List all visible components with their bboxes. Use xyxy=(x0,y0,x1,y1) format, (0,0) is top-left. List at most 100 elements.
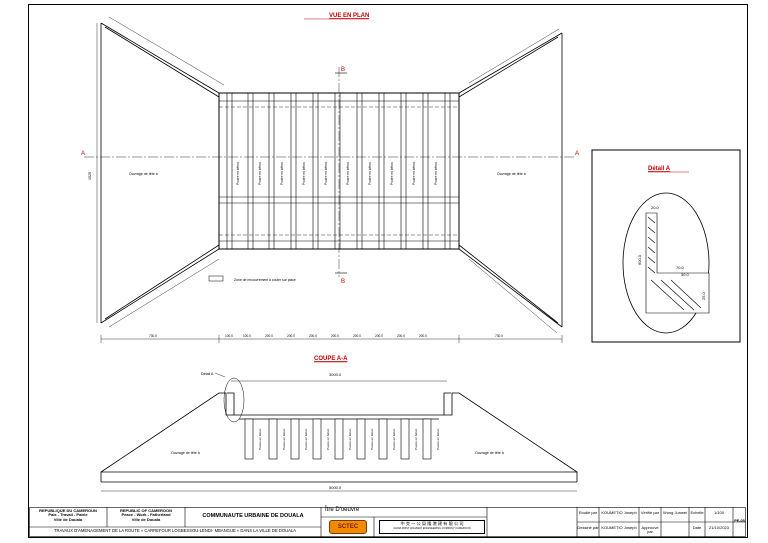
plan-girder-label: Poutre en béton xyxy=(390,162,394,185)
republic-fr-name: REPUBLIQUE DU CAMEROUN xyxy=(39,508,97,513)
verified-by: Wong Junwei xyxy=(663,510,687,515)
detail-section xyxy=(645,212,710,314)
plan-dim-value: 200.0 xyxy=(265,334,273,338)
section-wing-label-left: Ouvrage de tête à xyxy=(171,451,200,455)
detail-ellipse xyxy=(622,192,710,334)
section-wing-label-right: Ouvrage de tête à xyxy=(475,451,504,455)
plan-dim-value: 730.0 xyxy=(149,334,157,338)
plan-girder-label: Poutre en béton xyxy=(412,162,416,185)
detail-callout-leader xyxy=(214,372,226,378)
plan-girder-label: Poutre en béton xyxy=(280,162,284,185)
section-girder-label: Poutre en béton xyxy=(304,428,308,450)
section-girder-label: Poutre en béton xyxy=(282,428,286,450)
left-wing-walls xyxy=(96,22,220,324)
section-girder-label: Poutre en béton xyxy=(258,428,262,450)
plan-dim-value: 200.0 xyxy=(331,334,339,338)
plan-dim-value: 200.0 xyxy=(309,334,317,338)
plan-girder-label: Poutre en béton xyxy=(302,162,306,185)
wing-dimensions xyxy=(108,16,560,334)
right-wing-walls xyxy=(458,32,563,328)
sheet-number: PE-05 xyxy=(734,519,745,523)
detail-dim-height: 600.0 xyxy=(637,254,642,265)
plan-left-dim: 1525 xyxy=(88,172,92,180)
date-label: Date xyxy=(692,525,702,530)
plan-dim-value: 200.0 xyxy=(287,334,295,338)
plan-bottom-dimensions xyxy=(100,335,563,343)
detail-dim-mid2: 30.0 xyxy=(681,272,690,277)
plan-girder-label: Poutre en béton xyxy=(324,162,328,185)
republic-en-name: REPUBLIC OF CAMEROON xyxy=(120,508,172,513)
verified-label: Vérifié par xyxy=(640,510,660,515)
project-title: TRAVAUX D'AMENAGEMENT DE LA ROUTE « CARR… xyxy=(53,528,297,533)
section-title: COUPE A-A xyxy=(314,356,348,362)
detail-dim-mid1: 70.0 xyxy=(676,265,685,270)
legend-text: Zone de recouvrement à couler sur place xyxy=(234,278,296,282)
legend-swatch xyxy=(208,275,224,282)
title-block-grid xyxy=(29,507,746,537)
plan-dim-values: 730.0 100.0 100.0 200.0 200.0 200.0 200.… xyxy=(149,334,503,338)
approved-label: Approuvé par xyxy=(641,525,659,535)
contractor-label: Ître D'oeuvre xyxy=(325,507,360,513)
detail-callout-ellipse xyxy=(223,377,245,423)
plan-girder-label: Poutre en béton xyxy=(236,162,240,185)
section-marker-a-right: A xyxy=(575,151,579,157)
detail-dim-top: 20.0 xyxy=(651,205,660,210)
drawing-sheet: VUE EN PLAN xyxy=(28,4,748,538)
title-block: REPUBLIQUE DU CAMEROUN Paix - Travail - … xyxy=(29,507,746,537)
drawn-by: KOUMETIO Joseph xyxy=(601,525,637,530)
section-markers: A A B B xyxy=(81,67,579,285)
plan-dim-value: 100.0 xyxy=(225,334,233,338)
chinese-company-name: 中 交 一 公 局 隆 港 建 有 限 公 司 xyxy=(400,521,464,526)
section-bottom-dim: 5000.0 xyxy=(329,485,342,490)
section-girder-label: Poutre en béton xyxy=(326,428,330,450)
section-girders xyxy=(244,418,432,460)
republic-fr: REPUBLIQUE DU CAMEROUN Paix - Travail - … xyxy=(29,508,107,522)
section-girder-label: Poutre en béton xyxy=(348,428,352,450)
detail-dims: 20.0 600.0 70.0 30.0 25.0 xyxy=(637,205,706,300)
section-girder-label: Poutre en béton xyxy=(392,428,396,450)
section-girder-label: Poutre en béton xyxy=(436,428,440,450)
detail-dim-right: 25.0 xyxy=(701,291,706,300)
studied-label: Etudié par xyxy=(578,510,598,515)
section-girder-label: Poutre en béton xyxy=(414,428,418,450)
section-marker-b-top: B xyxy=(341,67,345,73)
plan-dim-value: 200.0 xyxy=(353,334,361,338)
plan-girder-label: Poutre en béton xyxy=(368,162,372,185)
chinese-company-logo: 中 交 一 公 局 隆 港 建 有 限 公 司 CHINA FIRST HIGH… xyxy=(379,520,485,534)
scale-value: 1/100 xyxy=(713,510,724,515)
republic-en: REPUBLIC OF CAMEROON Peace - Work - Fath… xyxy=(107,508,185,522)
section-girder-labels: Poutre en béton Poutre en béton Poutre e… xyxy=(258,428,440,450)
section-marker-a-left: A xyxy=(81,151,85,157)
plan-dim-value: 100.0 xyxy=(243,334,251,338)
detail-title: Détail A xyxy=(648,166,671,172)
plan-girder-label: Poutre en béton xyxy=(258,162,262,185)
plan-girder-labels: Poutre en béton Poutre en béton Poutre e… xyxy=(236,162,438,185)
owner: COMMUNAUTE URBAINE DE DOUALA xyxy=(202,513,304,519)
republic-en-city: Ville de Douala xyxy=(131,516,161,522)
section-top-dim: 3000.0 xyxy=(329,372,342,377)
date-value: 21/10/2023 xyxy=(708,525,730,530)
section-marker-b-bottom: B xyxy=(341,279,345,285)
plan-title: VUE EN PLAN xyxy=(329,13,369,19)
plan-dim-value: 200.0 xyxy=(419,334,427,338)
drawn-label: Dessiné par xyxy=(577,525,599,530)
sctec-logo: SCTEC xyxy=(329,520,367,534)
plan-dim-value: 200.0 xyxy=(397,334,405,338)
republic-en-motto: Peace - Work - Fatherland xyxy=(121,512,171,518)
chinese-company-name-en: CHINA FIRST HIGHWAY ENGINEERING COMPANY … xyxy=(393,527,471,530)
plan-wing-label-left: Ouvrage de tête à xyxy=(129,172,158,176)
republic-fr-city: Ville de Douala xyxy=(53,516,83,522)
detail-frame xyxy=(591,149,741,343)
plan-dim-value: 200.0 xyxy=(375,334,383,338)
plan-girder-label: Poutre en béton xyxy=(434,162,438,185)
republic-fr-motto: Paix - Travail - Patrie xyxy=(48,512,88,518)
plan-girder-label: Poutre en béton xyxy=(346,162,350,185)
detail-callout: Détail A xyxy=(201,372,214,376)
drawing-canvas: VUE EN PLAN xyxy=(81,13,741,492)
scale-label: Echelle xyxy=(690,510,704,515)
section-girder-label: Poutre en béton xyxy=(370,428,374,450)
plan-girders xyxy=(226,93,451,249)
plan-wing-label-right: Ouvrage de tête à xyxy=(497,172,526,176)
plan-dim-value: 730.0 xyxy=(495,334,503,338)
studied-by: KOUMETIO Joseph xyxy=(601,510,637,515)
